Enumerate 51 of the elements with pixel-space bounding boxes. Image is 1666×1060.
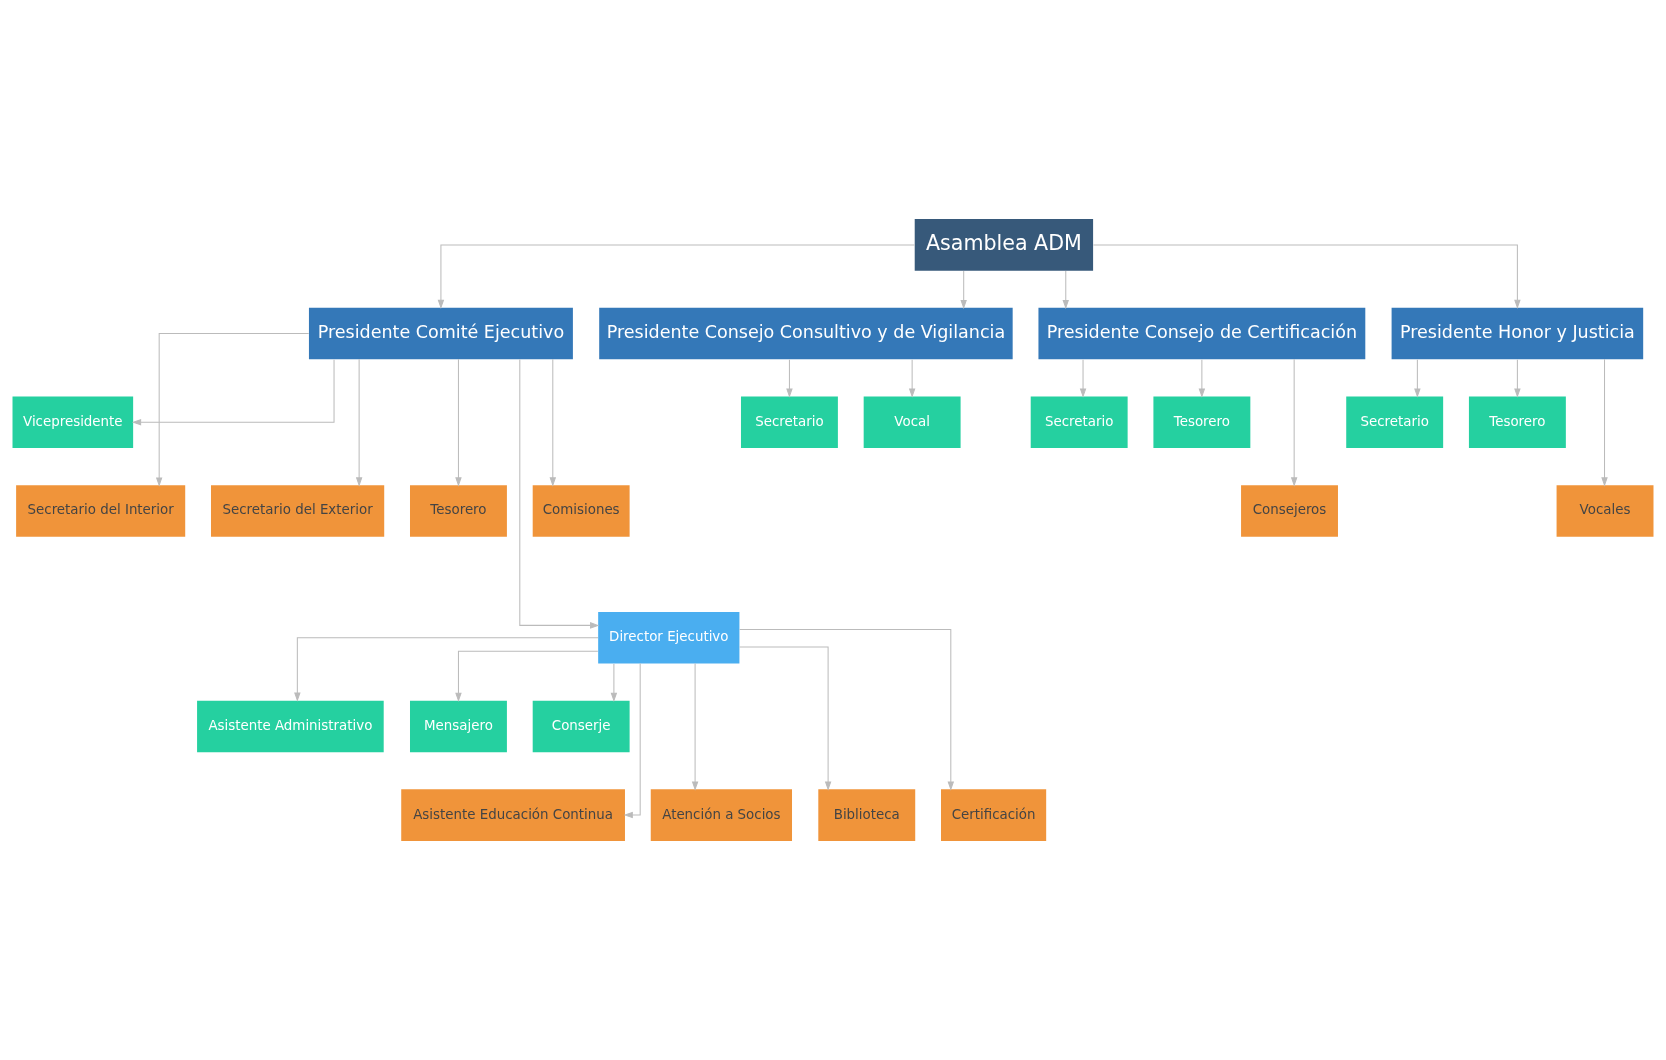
arrow [519, 358, 600, 629]
arrow [437, 244, 916, 309]
arrow [355, 358, 363, 487]
node-box: Mensajero [410, 700, 507, 753]
node-box: Asistente Administrativo [197, 700, 384, 753]
node-box: Presidente Comité Ejecutivo [308, 307, 573, 360]
node-box: Vicepresidente [12, 396, 134, 449]
node-box: Consejeros [1241, 485, 1338, 537]
arrow [1601, 358, 1608, 487]
node-box: Certificación [941, 789, 1047, 841]
arrow [739, 646, 832, 791]
arrow [1290, 358, 1298, 487]
arrow [455, 358, 462, 487]
node-box: Secretario [1030, 396, 1128, 449]
arrow [1414, 359, 1421, 398]
node-box: Secretario del Interior [16, 485, 186, 537]
arrow [691, 663, 699, 791]
arrow [1092, 244, 1521, 309]
node-box: Asamblea ADM [914, 219, 1094, 271]
arrow [960, 270, 967, 310]
node-box: Presidente Consejo de Certificación [1038, 307, 1366, 360]
arrow [610, 663, 618, 703]
arrow [1062, 270, 1070, 310]
node-box: Biblioteca [818, 789, 916, 841]
arrow [786, 359, 793, 398]
node-box: Conserje [532, 700, 630, 753]
arrow [1514, 359, 1521, 398]
node-box: Tesorero [1153, 396, 1251, 449]
arrow [155, 333, 310, 487]
node-box: Director Ejecutivo [598, 611, 740, 664]
node-box: Tesorero [410, 485, 507, 537]
node-box: Presidente Consejo Consultivo y de Vigilancia [599, 307, 1013, 360]
arrow [131, 359, 335, 426]
arrow [623, 663, 641, 819]
node-box: Secretario [740, 396, 838, 449]
arrow [455, 650, 599, 703]
node-box: Comisiones [532, 485, 630, 537]
arrow [294, 637, 599, 702]
node-box: Atención a Socios [650, 789, 792, 841]
node-box: Asistente Educación Continua [401, 789, 625, 841]
arrow [549, 358, 557, 487]
node-box: Vocales [1556, 485, 1654, 537]
node-box: Tesorero [1468, 396, 1566, 449]
arrow [908, 359, 916, 398]
arrow [739, 629, 955, 791]
node-box: Secretario del Exterior [211, 485, 385, 537]
node-box: Secretario [1346, 396, 1444, 449]
arrow [1198, 359, 1206, 398]
node-box: Vocal [863, 396, 961, 449]
arrow [1079, 359, 1087, 398]
node-box: Presidente Honor y Justicia [1391, 307, 1644, 360]
